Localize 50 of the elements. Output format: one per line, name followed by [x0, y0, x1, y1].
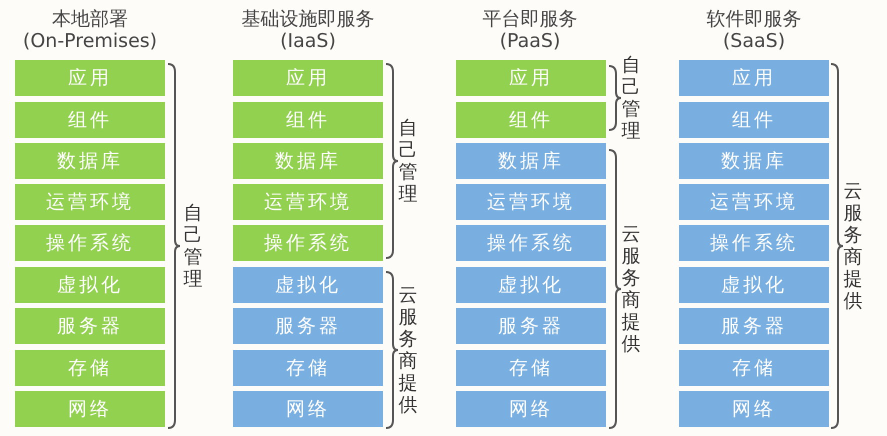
column-title: 平台即服务	[482, 7, 578, 32]
layer-box: 应用	[15, 60, 165, 96]
layer-box: 应用	[233, 60, 383, 96]
column-subtitle: (On-Premises)	[22, 30, 158, 52]
layer-box: 存储	[456, 350, 606, 386]
layer-box: 服务器	[456, 308, 606, 344]
layer-box: 操作系统	[233, 225, 383, 261]
column-title: 基础设施即服务	[240, 7, 376, 32]
layer-box: 数据库	[679, 143, 829, 179]
layer-box: 虚拟化	[233, 267, 383, 303]
layer-box: 虚拟化	[456, 267, 606, 303]
brace-label: 云服务商提供	[843, 180, 863, 312]
layer-box: 数据库	[15, 143, 165, 179]
brace-label: 云服务商提供	[621, 223, 641, 355]
layer-box: 存储	[679, 350, 829, 386]
layer-box: 运营环境	[456, 184, 606, 220]
layer-box: 组件	[679, 102, 829, 138]
brace-label: 自己管理	[183, 202, 203, 290]
layer-box: 网络	[456, 391, 606, 427]
layer-box: 组件	[15, 102, 165, 138]
layer-box: 操作系统	[456, 225, 606, 261]
layer-box: 服务器	[233, 308, 383, 344]
column-title: 本地部署	[51, 7, 129, 32]
layer-box: 网络	[679, 391, 829, 427]
layer-box: 数据库	[456, 143, 606, 179]
layer-box: 应用	[456, 60, 606, 96]
layer-box: 服务器	[679, 308, 829, 344]
layer-box: 组件	[456, 102, 606, 138]
column-subtitle: (SaaS)	[722, 30, 786, 52]
layer-box: 存储	[15, 350, 165, 386]
layer-box: 运营环境	[233, 184, 383, 220]
layer-box: 虚拟化	[679, 267, 829, 303]
column-subtitle: (PaaS)	[498, 30, 562, 52]
layer-box: 操作系统	[679, 225, 829, 261]
layer-box: 应用	[679, 60, 829, 96]
layer-box: 组件	[233, 102, 383, 138]
layer-box: 服务器	[15, 308, 165, 344]
layer-box: 操作系统	[15, 225, 165, 261]
layer-box: 网络	[233, 391, 383, 427]
brace-label: 自己管理	[398, 117, 418, 205]
layer-box: 运营环境	[679, 184, 829, 220]
layer-box: 存储	[233, 350, 383, 386]
layer-box: 虚拟化	[15, 267, 165, 303]
brace-label: 自己管理	[621, 54, 641, 142]
layer-box: 运营环境	[15, 184, 165, 220]
column-subtitle: (IaaS)	[279, 30, 337, 52]
layer-box: 数据库	[233, 143, 383, 179]
layer-box: 网络	[15, 391, 165, 427]
brace-label: 云服务商提供	[398, 284, 418, 416]
column-title: 软件即服务	[706, 7, 802, 32]
